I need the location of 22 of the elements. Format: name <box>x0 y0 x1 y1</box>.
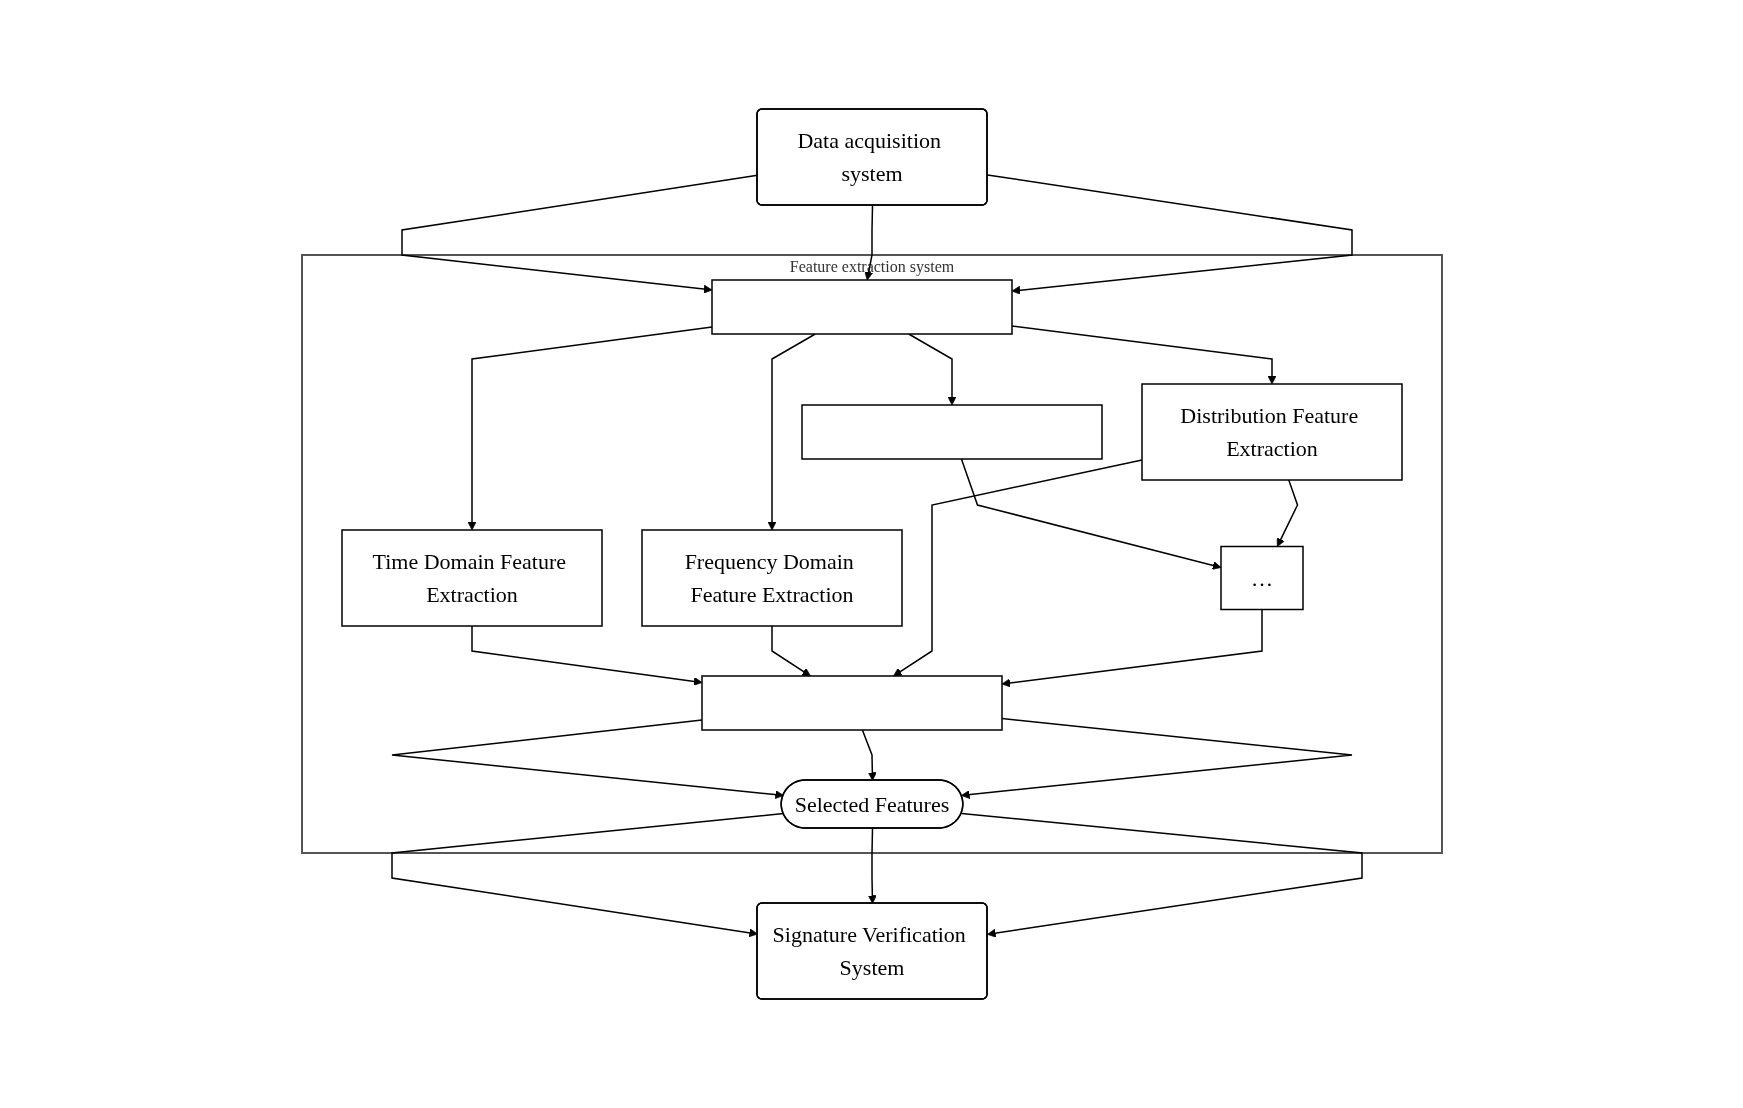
node-box: … <box>1219 545 1304 611</box>
arrow <box>863 204 873 281</box>
node-bar <box>800 404 1103 460</box>
arrow <box>390 812 784 938</box>
arrow <box>861 729 877 781</box>
arrow <box>770 625 811 677</box>
arrow <box>470 625 702 686</box>
node-box: Frequency Domain Feature Extraction <box>640 529 903 627</box>
arrow <box>960 812 1363 938</box>
arrow <box>867 827 877 904</box>
arrow <box>960 458 1221 570</box>
arrow <box>1001 608 1263 688</box>
node-bar <box>710 279 1013 335</box>
arrow <box>767 333 816 531</box>
node-box: Distribution Feature Extraction <box>1140 383 1403 481</box>
arrow <box>390 719 784 799</box>
node-bar <box>700 675 1003 731</box>
arrow <box>1276 479 1298 547</box>
arrow <box>986 174 1353 295</box>
arrow <box>960 717 1353 799</box>
node-box: Time Domain Feature Extraction <box>340 529 603 627</box>
arrow <box>907 333 956 406</box>
